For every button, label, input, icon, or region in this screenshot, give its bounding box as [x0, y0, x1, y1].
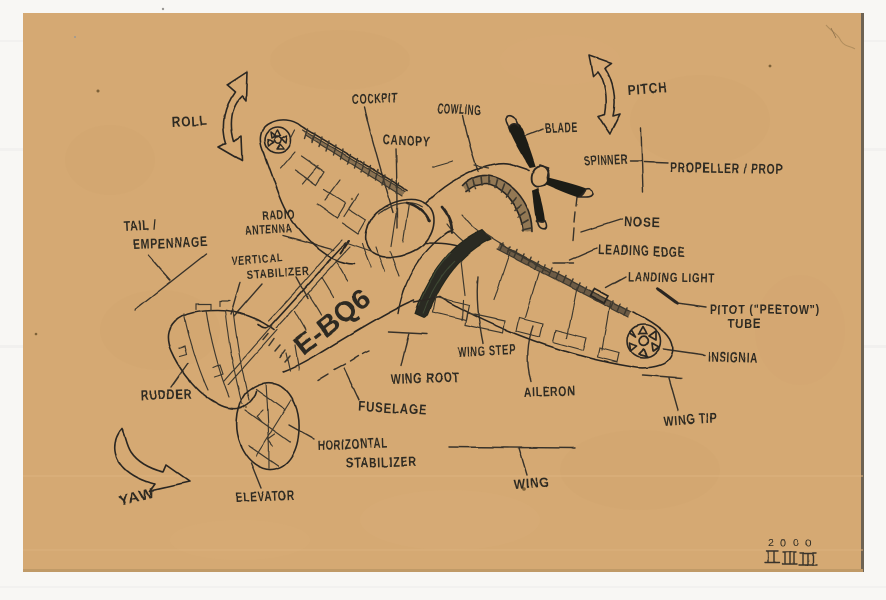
svg-text:STABILIZER: STABILIZER: [246, 264, 310, 282]
svg-text:ANTENNA: ANTENNA: [244, 221, 293, 238]
svg-text:STABILIZER: STABILIZER: [346, 453, 418, 471]
svg-text:RUDDER: RUDDER: [141, 385, 193, 403]
svg-text:RADIO: RADIO: [261, 206, 296, 223]
svg-text:LANDING LIGHT: LANDING LIGHT: [628, 269, 715, 286]
svg-text:ELEVATOR: ELEVATOR: [236, 487, 296, 505]
svg-text:SPINNER: SPINNER: [583, 151, 628, 169]
svg-text:BLADE: BLADE: [545, 119, 579, 136]
svg-text:WING STEP: WING STEP: [457, 341, 516, 360]
svg-text:PITCH: PITCH: [627, 79, 668, 98]
svg-text:COCKPIT: COCKPIT: [352, 89, 399, 107]
svg-text:COWLING: COWLING: [437, 100, 482, 118]
svg-text:AILERON: AILERON: [524, 382, 577, 400]
svg-text:TAIL /: TAIL /: [123, 216, 157, 234]
svg-text:HORIZONTAL: HORIZONTAL: [318, 435, 389, 453]
svg-text:INSIGNIA: INSIGNIA: [708, 348, 759, 366]
svg-text:VERTICAL: VERTICAL: [231, 250, 283, 268]
svg-text:ROLL: ROLL: [171, 112, 208, 130]
svg-text:WING: WING: [513, 474, 550, 492]
svg-text:TUBE: TUBE: [728, 316, 761, 331]
svg-text:NOSE: NOSE: [624, 213, 661, 230]
svg-text:PROPELLER / PROP: PROPELLER / PROP: [670, 159, 783, 177]
svg-text:EMPENNAGE: EMPENNAGE: [133, 233, 209, 252]
svg-text:CANOPY: CANOPY: [383, 131, 431, 149]
svg-text:FUSELAGE: FUSELAGE: [358, 398, 428, 418]
svg-text:WING ROOT: WING ROOT: [391, 369, 461, 387]
svg-text:2000: 2000: [768, 538, 818, 549]
svg-text:WING TIP: WING TIP: [663, 409, 718, 429]
svg-text:LEADING EDGE: LEADING EDGE: [598, 241, 686, 260]
svg-text:PITOT ("PEETOW"): PITOT ("PEETOW"): [710, 302, 820, 317]
